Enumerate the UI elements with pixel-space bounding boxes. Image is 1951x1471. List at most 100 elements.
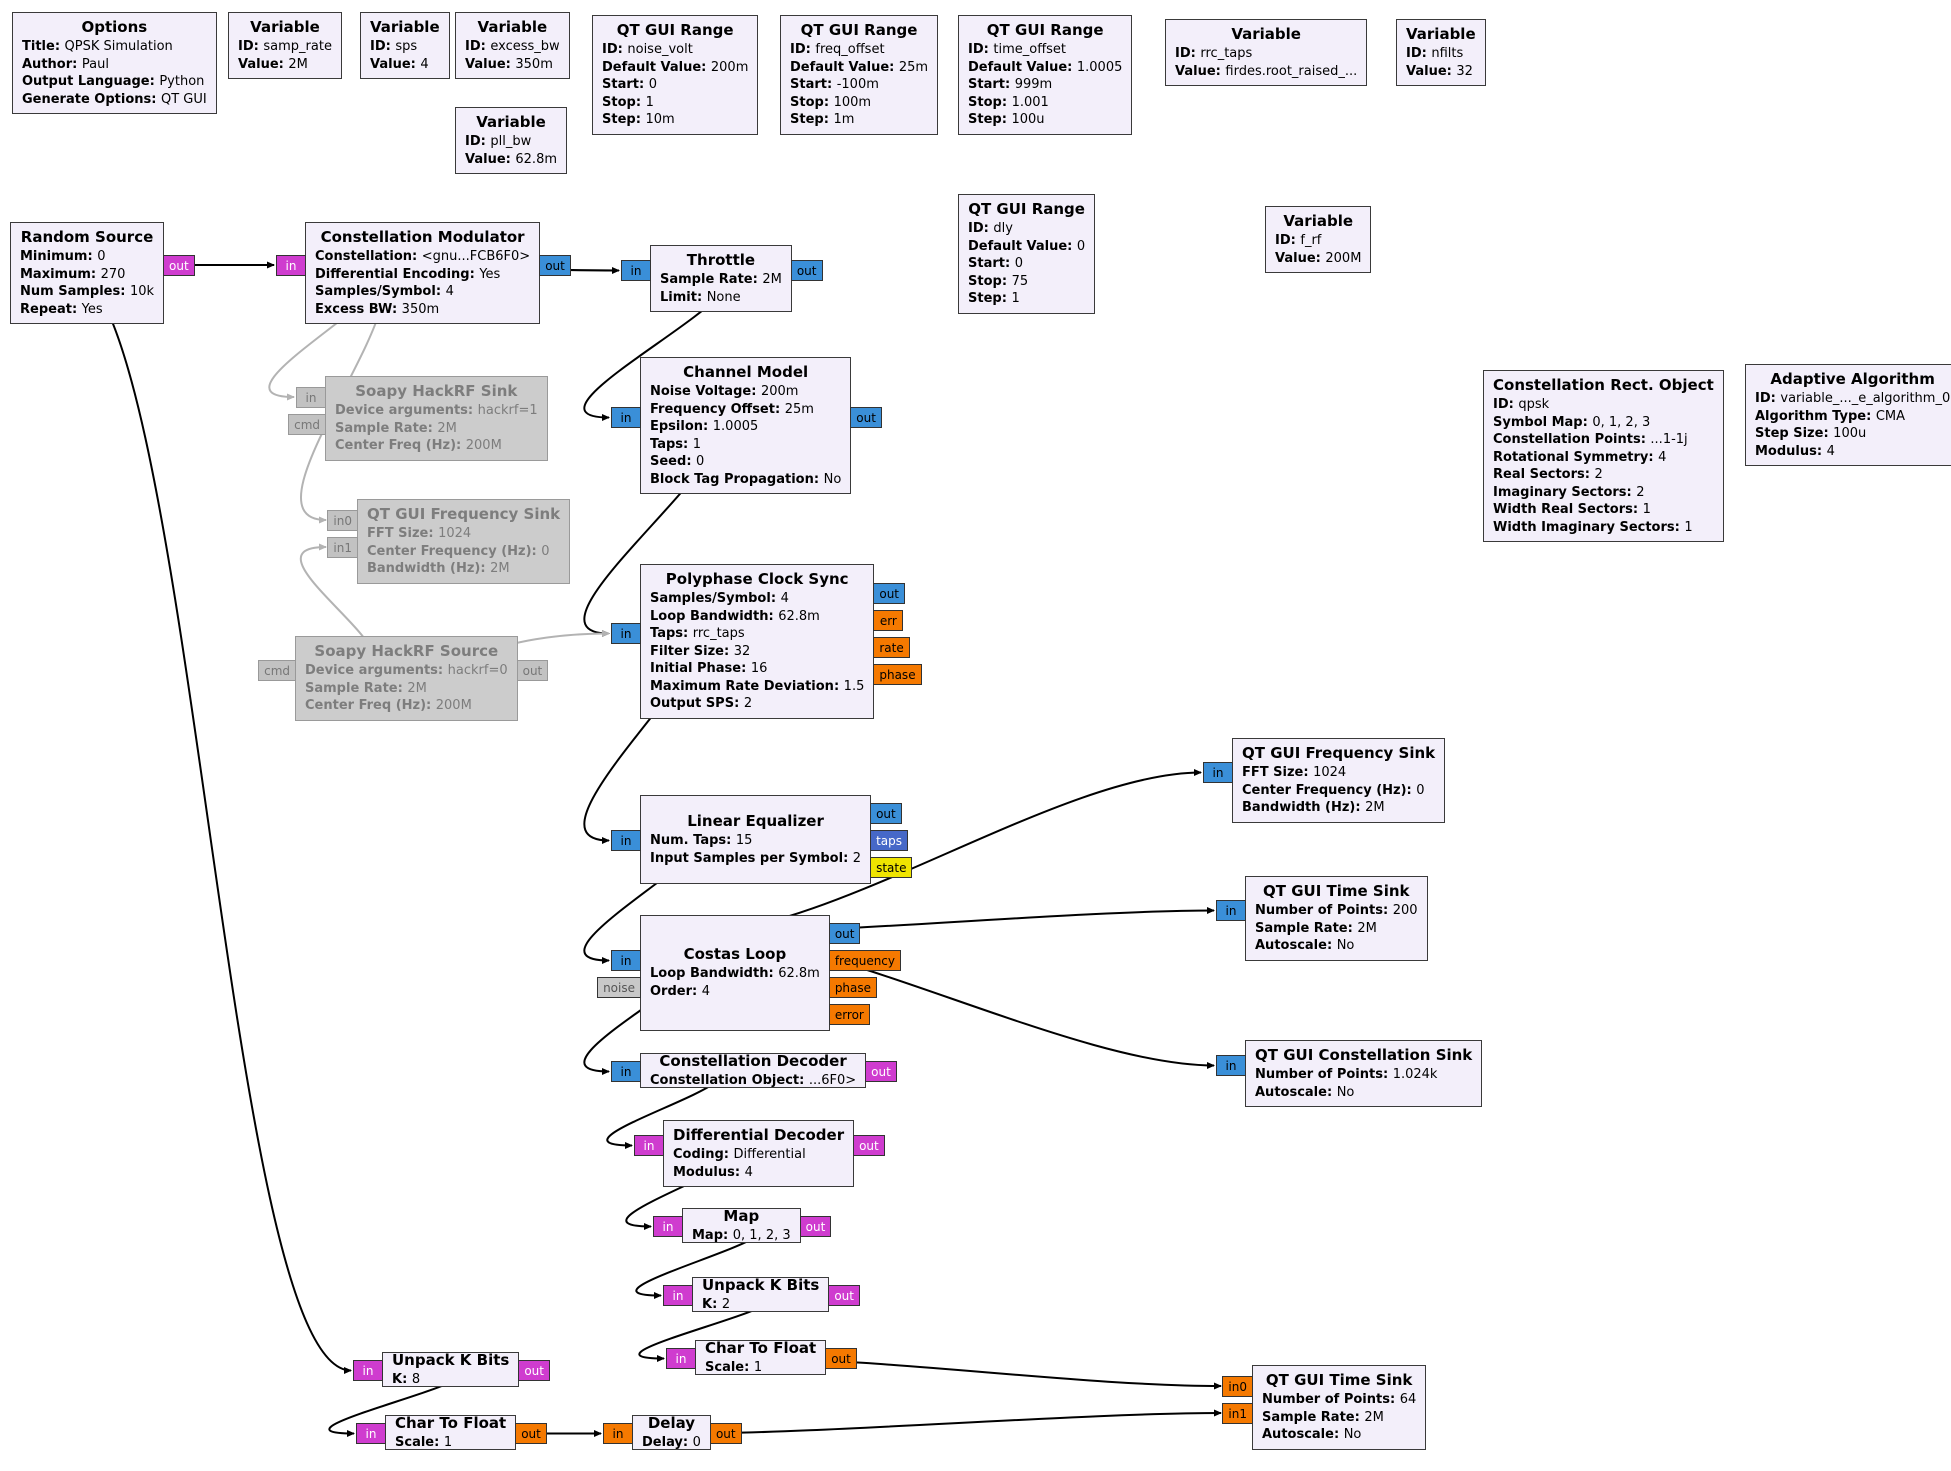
block-param: Block Tag PropagationNo (650, 471, 841, 489)
port-out-output[interactable]: out (799, 1216, 832, 1237)
port-out-output[interactable]: out (850, 407, 882, 428)
port-out-output[interactable]: out (539, 254, 571, 276)
block-constellation_modulator[interactable]: Constellation ModulatorConstellation<gnu… (276, 222, 571, 325)
block-param: Minimum0 (20, 248, 154, 266)
block-char_to_float_bottom[interactable]: Char To FloatScale1inout (356, 1414, 547, 1450)
port-frequency-output[interactable]: frequency (828, 950, 901, 971)
port-in-input[interactable]: in (296, 386, 326, 408)
port-in0-input[interactable]: in0 (1222, 1375, 1253, 1397)
block-char_to_float_top[interactable]: Char To FloatScale1inout (666, 1339, 857, 1375)
param-value: None (706, 289, 741, 305)
port-in-input[interactable]: in (353, 1360, 383, 1381)
port-cmd-input[interactable]: cmd (258, 660, 296, 681)
port-in0-input[interactable]: in0 (327, 509, 358, 531)
block-variable_pll_bw[interactable]: VariableIDpll_bwValue62.8m (455, 107, 567, 175)
block-param: Order4 (650, 983, 820, 1001)
param-value: 10m (645, 112, 675, 128)
port-in-input[interactable]: in (603, 1423, 633, 1444)
port-in-input[interactable]: in (666, 1348, 696, 1369)
param-label: Excess BW (315, 302, 402, 317)
port-out-output[interactable]: out (825, 1348, 857, 1369)
param-value: 2M (288, 56, 308, 72)
block-title: QT GUI Time Sink (1265, 1371, 1413, 1389)
port-cmd-input[interactable]: cmd (288, 413, 326, 435)
port-out-output[interactable]: out (828, 923, 861, 944)
port-out-output[interactable]: out (873, 582, 906, 604)
port-in-input[interactable]: in (611, 830, 641, 851)
port-rate-output[interactable]: rate (873, 636, 910, 658)
port-in-input[interactable]: in (1216, 1055, 1246, 1076)
port-out-output[interactable]: out (853, 1135, 885, 1156)
port-in-input[interactable]: in (611, 623, 641, 644)
block-qtgui_range_dly[interactable]: QT GUI RangeIDdlyDefault Value0Start0Sto… (958, 194, 1096, 314)
port-out-output[interactable]: out (870, 803, 902, 824)
block-variable_rrc_taps[interactable]: VariableIDrrc_tapsValuefirdes.root_raise… (1165, 19, 1368, 87)
block-differential_decoder[interactable]: Differential DecoderCodingDifferentialMo… (634, 1120, 885, 1188)
block-adaptive_algorithm[interactable]: Adaptive AlgorithmIDvariable_..._e_algor… (1745, 364, 1951, 467)
block-delay[interactable]: DelayDelay0inout (603, 1414, 742, 1450)
port-in-input[interactable]: in (276, 254, 306, 276)
block-variable_nfilts[interactable]: VariableIDnfiltsValue32 (1396, 19, 1486, 87)
port-out-output[interactable]: out (163, 254, 195, 276)
port-phase-output[interactable]: phase (873, 663, 922, 685)
param-value: 1 (753, 1359, 763, 1375)
block-variable_sps[interactable]: VariableIDspsValue4 (360, 12, 450, 80)
block-options[interactable]: OptionsTitleQPSK SimulationAuthorPaulOut… (12, 12, 217, 115)
param-value: 2M (1357, 920, 1377, 936)
param-value: 2 (721, 1296, 731, 1312)
block-polyphase_clock_sync[interactable]: Polyphase Clock SyncSamples/Symbol4Loop … (611, 564, 922, 719)
port-in1-input[interactable]: in1 (1222, 1402, 1253, 1424)
port-in-input[interactable]: in (356, 1423, 386, 1444)
port-out-output[interactable]: out (865, 1061, 897, 1082)
port-out-output[interactable]: out (516, 660, 549, 681)
block-unpack_k_bits_8[interactable]: Unpack K BitsK8inout (353, 1351, 550, 1387)
block-variable_excess_bw[interactable]: VariableIDexcess_bwValue350m (455, 12, 570, 80)
port-in1-input[interactable]: in1 (327, 536, 358, 558)
port-in-input[interactable]: in (611, 950, 641, 971)
port-out-output[interactable]: out (515, 1423, 547, 1444)
block-constellation_rect_object[interactable]: Constellation Rect. ObjectIDqpskSymbol M… (1483, 370, 1724, 543)
port-in-input[interactable]: in (611, 407, 641, 428)
block-variable_samp_rate[interactable]: VariableIDsamp_rateValue2M (228, 12, 342, 80)
block-param: Bandwidth (Hz)2M (367, 560, 560, 578)
port-in-input[interactable]: in (663, 1285, 693, 1306)
port-in-input[interactable]: in (621, 260, 651, 281)
block-variable_f_rf[interactable]: VariableIDf_rfValue200M (1265, 206, 1372, 274)
wire-delay-to-qtgui_time_sink_64[interactable] (686, 1409, 1222, 1435)
port-err-output[interactable]: err (873, 609, 904, 631)
block-param: Default Value1.0005 (968, 59, 1122, 77)
port-noise-input[interactable]: noise (597, 977, 641, 998)
port-in-input[interactable]: in (1203, 762, 1233, 783)
port-error-output[interactable]: error (828, 1004, 870, 1025)
block-unpack_k_bits_2[interactable]: Unpack K BitsK2inout (663, 1276, 860, 1312)
port-in-input[interactable]: in (653, 1216, 683, 1237)
port-out-output[interactable]: out (828, 1285, 860, 1306)
port-out-output[interactable]: out (709, 1423, 742, 1444)
port-in-input[interactable]: in (611, 1061, 641, 1082)
port-phase-output[interactable]: phase (828, 977, 878, 998)
block-random_source[interactable]: Random SourceMinimum0Maximum270Num Sampl… (10, 222, 195, 325)
port-state-output[interactable]: state (870, 857, 913, 878)
port-out-output[interactable]: out (518, 1360, 550, 1381)
port-taps-output[interactable]: taps (870, 830, 909, 851)
port-in-input[interactable]: in (634, 1135, 664, 1156)
port-out-output[interactable]: out (790, 260, 823, 281)
port-in-input[interactable]: in (1216, 900, 1246, 921)
